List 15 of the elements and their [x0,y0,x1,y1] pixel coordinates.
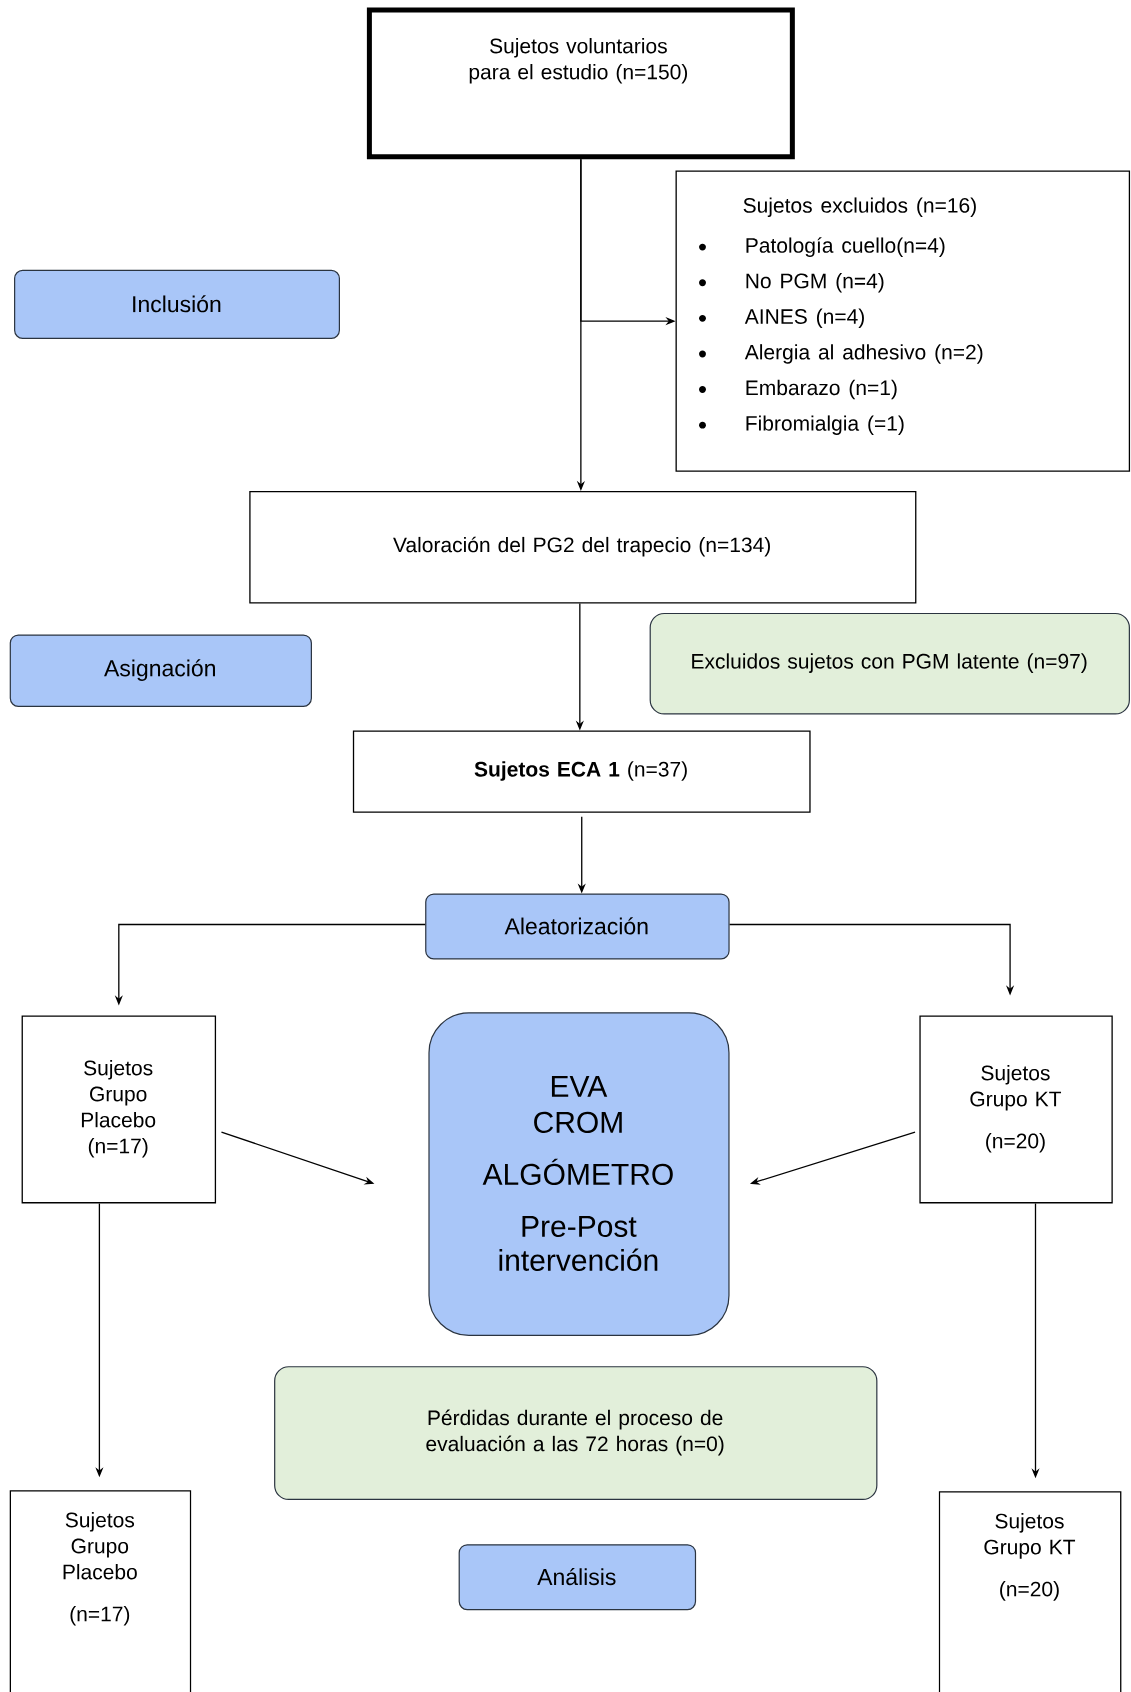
process-box: Sujetos voluntarios para el estudio (n=150) [366,7,795,160]
exclusion-note: Excluidos sujetos con PGM latente (n=97) [649,612,1131,715]
measures-box: EVA CROM ALGÓMETRO Pre-Post intervención [428,1012,730,1337]
stage-label: Inclusión [14,269,341,339]
loss-note: Pérdidas durante el proceso de evaluación a las 72 horas (n=0) [274,1366,878,1500]
group-box: Sujetos Grupo KT (n=20) [919,1015,1113,1204]
process-box: Sujetos ECA 1 (n=37) [352,730,811,813]
group-box: Sujetos Grupo Placebo (n=17) [9,1490,192,1692]
stage-label: Asignación [9,634,313,707]
stage-label: Análisis [458,1544,697,1611]
stage-label: Aleatorización [425,893,730,960]
group-box: Sujetos Grupo KT (n=20) [938,1491,1122,1692]
group-box: Sujetos Grupo Placebo (n=17) [21,1015,217,1204]
exclusion-box: Sujetos excluidos (n=16) Patología cuello(n=4) No PGM (n=4) AINES (n=4) Alergia al adhesivo (n=2) Embarazo (n=1) Fibromialgia (=1) [675,170,1131,472]
process-box: Valoración del PG2 del trapecio (n=134) [249,491,917,604]
